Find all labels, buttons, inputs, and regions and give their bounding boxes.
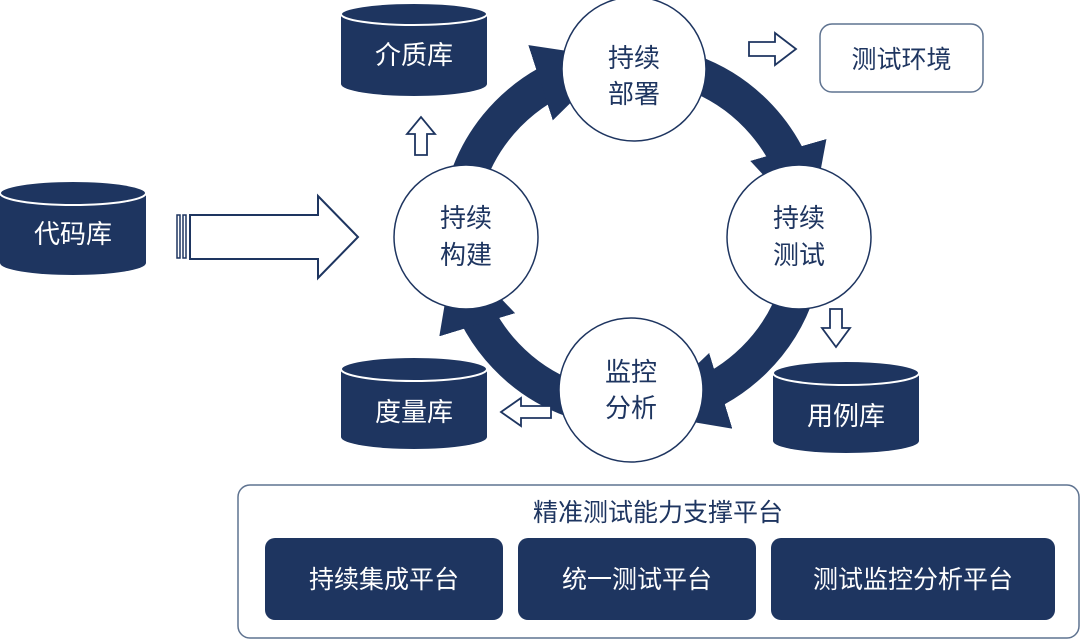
case-repo-label: 用例库: [807, 402, 885, 432]
monitor-to-metrics-arrow: [499, 396, 552, 428]
case-repo-database: 用例库: [772, 360, 920, 453]
platform-panel: 精准测试能力支撑平台 持续集成平台 统一测试平台 测试监控分析平台: [237, 484, 1080, 639]
platform-ci: 持续集成平台: [265, 538, 503, 620]
node-continuous-test: 持续 测试: [726, 164, 872, 310]
node-continuous-build: 持续 构建: [393, 164, 539, 310]
platform-title: 精准测试能力支撑平台: [533, 498, 783, 527]
node-monitor-analysis: 监控 分析: [558, 317, 704, 463]
platform-unified-test-label: 统一测试平台: [562, 565, 712, 594]
code-repo-label: 代码库: [34, 220, 112, 250]
platform-monitor-analysis-label: 测试监控分析平台: [813, 565, 1013, 594]
node-continuous-deploy: 持续 部署: [561, 0, 707, 142]
build-line-2: 构建: [440, 241, 492, 271]
test-line-2: 测试: [773, 241, 825, 271]
media-repo-label: 介质库: [375, 41, 453, 71]
deploy-line-2: 部署: [608, 80, 660, 110]
deploy-to-env-arrow: [748, 31, 798, 67]
platform-ci-label: 持续集成平台: [309, 565, 459, 594]
build-to-media-arrow: [405, 115, 437, 156]
metrics-repo-database: 度量库: [340, 356, 488, 449]
code-repo-database: 代码库: [0, 180, 147, 275]
metrics-repo-label: 度量库: [375, 398, 453, 428]
media-repo-database: 介质库: [340, 2, 488, 96]
platform-unified-test: 统一测试平台: [518, 538, 756, 620]
test-to-case-arrow: [820, 308, 852, 349]
code-to-build-arrow: [176, 193, 360, 281]
deploy-line-1: 持续: [608, 44, 660, 74]
build-line-1: 持续: [440, 204, 492, 234]
test-line-1: 持续: [773, 204, 825, 234]
monitor-line-1: 监控: [605, 358, 657, 388]
monitor-line-2: 分析: [605, 394, 657, 424]
platform-monitor-analysis: 测试监控分析平台: [771, 538, 1055, 620]
test-environment-label: 测试环境: [851, 45, 951, 74]
test-environment-box: 测试环境: [819, 23, 984, 93]
